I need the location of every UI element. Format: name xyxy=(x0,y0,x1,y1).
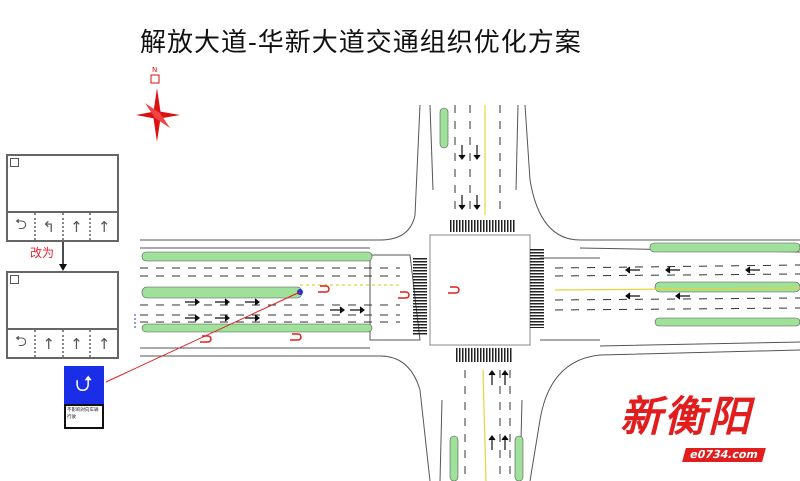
compass-label: N xyxy=(152,66,157,74)
lane-arrow-left: ↰ xyxy=(36,213,64,240)
lane-arrow-straight: ↑ xyxy=(36,330,64,357)
watermark-logo: 新衡阳 e0734.com xyxy=(620,392,795,472)
signal-icon xyxy=(10,275,19,284)
change-label: 改为 xyxy=(30,246,55,260)
lane-arrow-straight: ↑ xyxy=(97,217,111,236)
lane-panel-after: ⮌ ↑ ↑ ↑ xyxy=(6,271,119,359)
uturn-sign: ⮍ 不影响对向车辆行驶 xyxy=(64,366,104,429)
lane-arrow-straight: ↑ xyxy=(97,334,111,353)
signal-icon xyxy=(10,158,19,167)
uturn-icon: ⮍ xyxy=(64,366,104,404)
uturn-markings xyxy=(200,285,460,343)
road-edge xyxy=(140,104,421,241)
lane-panel-before: ⮌ ↰ ↑ ↑ xyxy=(6,154,119,242)
callout-line xyxy=(105,291,301,383)
page-title: 解放大道-华新大道交通组织优化方案 xyxy=(140,28,582,58)
lane-arrow-uturn-left: ⮌ xyxy=(8,213,36,240)
lane-arrows xyxy=(185,145,760,450)
sign-text: 不影响对向车辆行驶 xyxy=(64,404,104,429)
compass-icon xyxy=(136,74,180,142)
lane-arrow-straight: ↑ xyxy=(64,213,92,240)
logo-text: 新衡阳 xyxy=(620,392,753,441)
logo-url: e0734.com xyxy=(682,448,766,462)
lane-arrow-straight: ↑ xyxy=(64,330,92,357)
lane-arrow-uturn-left: ⮌ xyxy=(8,330,36,357)
